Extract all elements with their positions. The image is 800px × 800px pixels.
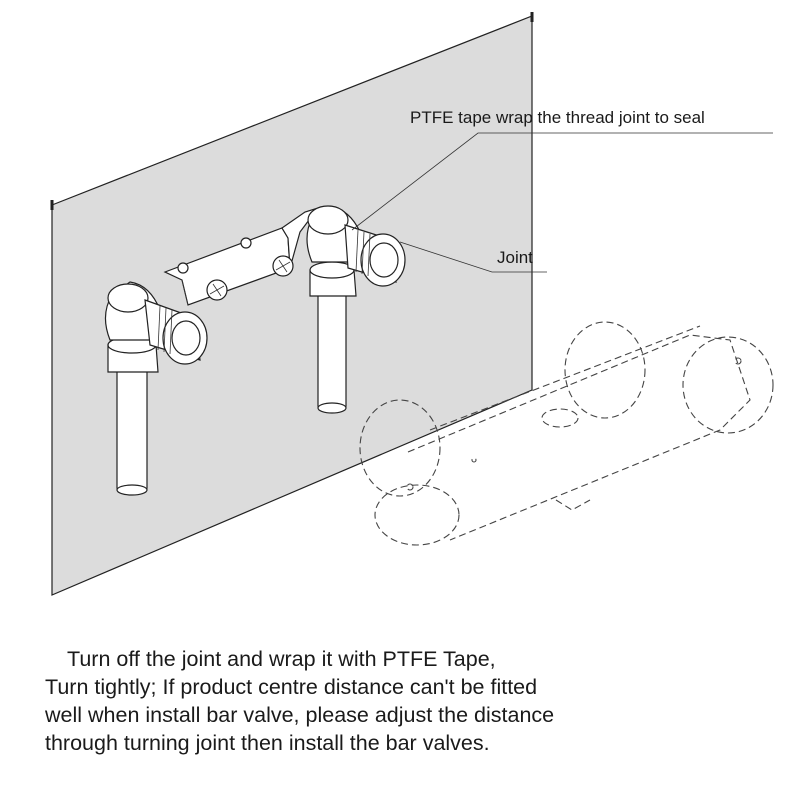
wall-panel: [51, 15, 533, 596]
instruction-line: well when install bar valve, please adju…: [45, 703, 555, 727]
bar-valve-outline: [359, 321, 774, 546]
joint-leader-line: [399, 241, 547, 273]
right-elbow-fitting: [306, 205, 361, 414]
ptfe-tape-label: PTFE tape wrap the thread joint to seal: [410, 108, 705, 127]
right-thread-joint: [344, 224, 406, 287]
instruction-line: Turn off the joint and wrap it with PTFE…: [67, 647, 496, 671]
instructions-text: Turn off the joint and wrap it with PTFE…: [45, 645, 785, 757]
left-thread-joint: [144, 299, 208, 365]
mounting-bracket: [163, 206, 320, 306]
instruction-line: Turn tightly; If product centre distance…: [45, 675, 538, 699]
instruction-line: through turning joint then install the b…: [45, 731, 490, 755]
joint-label: Joint: [497, 248, 533, 267]
ptfe-leader-line: [351, 132, 773, 231]
